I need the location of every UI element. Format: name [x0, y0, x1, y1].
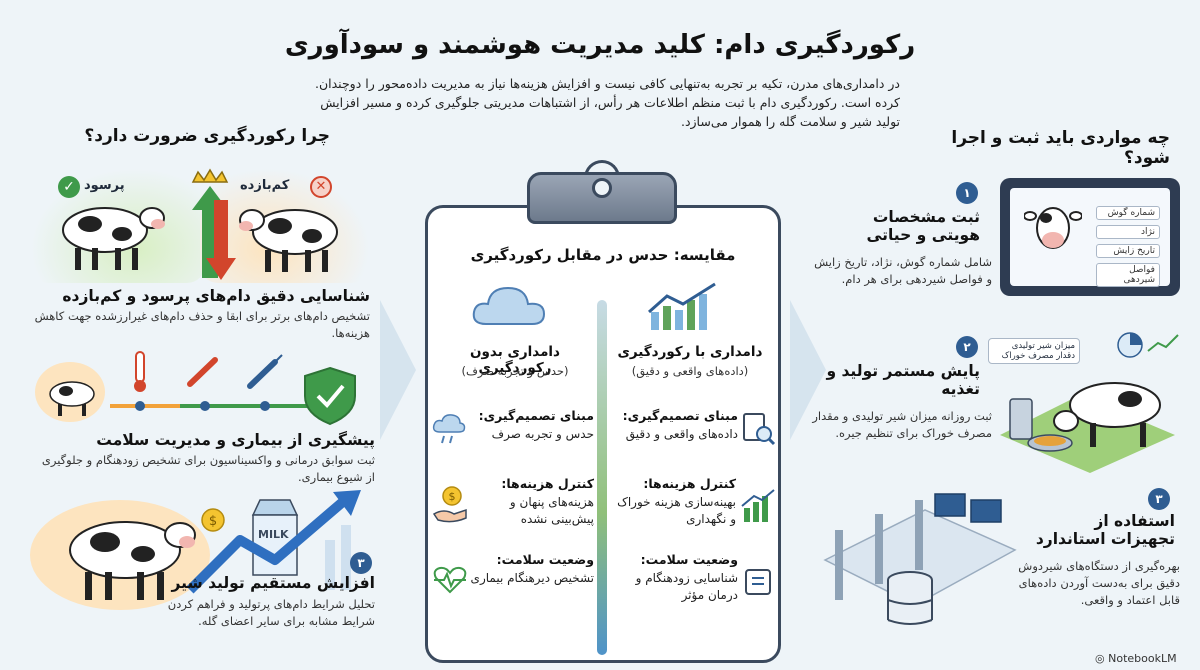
- without-records-subheading: (حدس و تجربه صرف): [461, 364, 569, 378]
- right-chevron-decoration: [790, 300, 826, 440]
- cow-icon: [239, 209, 338, 272]
- right-item-1-number: ۱: [956, 182, 978, 204]
- without-row-2-title: کنترل هزینه‌ها:: [501, 476, 594, 491]
- right-item-3-number: ۳: [1148, 488, 1170, 510]
- notebooklm-brand: ◎ NotebookLM: [1095, 652, 1177, 665]
- syringe-icon: [247, 354, 283, 389]
- right-item-3-title: استفاده از تجهیزات استاندارد: [1035, 512, 1175, 548]
- with-row-2-title: کنترل هزینه‌ها:: [643, 476, 736, 491]
- monitor-line: میزان شیر تولیدی: [1011, 341, 1075, 351]
- milking-equipment-illustration: [823, 493, 1017, 625]
- thermometer-icon: [134, 351, 146, 392]
- cow-face-icon: [1024, 207, 1082, 249]
- with-row-3-desc: شناسایی زودهنگام و درمان مؤثر: [635, 571, 738, 602]
- left-item-1-title: شناسایی دقیق دام‌های پرسود و کم‌بازده: [62, 287, 370, 305]
- tablet-field: فواصل شیردهی: [1096, 263, 1160, 287]
- clipboard-clip: [527, 172, 677, 224]
- left-item-2-title: پیشگیری از بیماری و مدیریت سلامت: [96, 431, 375, 449]
- brand-label: NotebookLM: [1108, 652, 1177, 665]
- cow-icon: [69, 521, 196, 600]
- left-chevron-decoration: [380, 300, 416, 440]
- crown-icon: [191, 168, 229, 183]
- without-row-3-title: وضعیت سلامت:: [496, 552, 594, 567]
- monitor-screen-icon: [970, 499, 1002, 523]
- low-yield-label: کم‌بازده: [240, 178, 290, 193]
- pie-chart-icon: [1117, 332, 1143, 358]
- svg-text:$: $: [449, 490, 456, 503]
- left-item-3-desc: تحلیل شرایط دام‌های پرتولید و فراهم کردن…: [167, 597, 375, 628]
- health-timeline-illustration: [35, 351, 356, 426]
- milk-carton-label: MILK: [258, 528, 289, 541]
- milk-production-illustration: $: [30, 490, 361, 610]
- coin-icon: $: [201, 508, 225, 532]
- without-row-2-desc: هزینه‌های پنهان و پیش‌بینی نشده: [509, 495, 594, 526]
- bar-chart-icon: [741, 489, 775, 522]
- trend-line-icon: [1147, 334, 1179, 352]
- intro-text: در دامداری‌های مدرن، تکیه بر تجربه به‌تن…: [314, 76, 900, 129]
- left-item-3-title: افزایش مستقیم تولید شیر: [171, 574, 375, 592]
- right-item-1-desc: شامل شماره گوش، نژاد، تاریخ زایش و فواصل…: [814, 255, 992, 286]
- left-item-2-desc: ثبت سوابق درمانی و واکسیناسیون برای تشخی…: [41, 453, 375, 484]
- tablet-field: تاریخ زایش: [1096, 244, 1160, 258]
- magnifier-document-icon: [743, 413, 776, 446]
- database-icon: [887, 571, 933, 625]
- money-hand-icon: $: [432, 486, 467, 523]
- tablet-field: شماره گوش: [1096, 206, 1160, 220]
- monitor-panel: میزان شیر تولیدی دقدار مصرف خوراک: [988, 338, 1080, 364]
- down-arrow-icon: [206, 200, 236, 280]
- svg-text:$: $: [209, 514, 217, 529]
- cow-icon: [35, 362, 105, 422]
- productive-label: پرسود: [84, 178, 125, 193]
- cow-icon: [62, 207, 165, 270]
- feed-trough-icon: [1027, 434, 1073, 452]
- medical-clipboard-icon: [745, 569, 771, 595]
- right-item-2-title: پایش مستمر تولید و تغذیه: [826, 362, 980, 398]
- monitor-line: دقدار مصرف خوراک: [1001, 351, 1075, 361]
- with-records-subheading: (داده‌های واقعی و دقیق): [631, 364, 749, 378]
- comparison-divider: [597, 300, 607, 655]
- left-column-heading: چرا رکوردگیری ضرورت دارد؟: [84, 126, 330, 146]
- with-row-1-desc: داده‌های واقعی و دقیق: [625, 427, 738, 441]
- with-records-heading: دامداری با رکوردگیری: [617, 344, 763, 360]
- with-row-3-title: وضعیت سلامت:: [640, 552, 738, 567]
- right-item-3-desc: بهره‌گیری از دستگاه‌های شیردوش دقیق برای…: [1018, 559, 1180, 607]
- shield-check-icon: [304, 366, 356, 426]
- right-column-heading: چه مواردی باید ثبت و اجرا شود؟: [951, 128, 1170, 168]
- clipboard-clip-hole: [592, 178, 612, 198]
- growth-arrow-icon: [186, 490, 361, 594]
- check-icon: ✓: [58, 176, 80, 198]
- with-row-2-desc: بهینه‌سازی هزینه خوراک و نگهداری: [617, 495, 736, 526]
- notebooklm-logo-icon: ◎: [1095, 652, 1109, 665]
- without-records-heading: دامداری بدون رکوردگیری: [470, 344, 560, 376]
- right-item-2-desc: ثبت روزانه میزان شیر تولیدی و مقدار مصرف…: [812, 409, 992, 440]
- without-row-3-desc: تشخیص دیرهنگام بیماری: [470, 571, 594, 585]
- cloud-icon: [472, 286, 546, 325]
- cow-icon: [1053, 382, 1161, 447]
- productive-vs-low-yield-illustration: [62, 168, 338, 280]
- monitor-screen-icon: [934, 493, 966, 517]
- growth-chart-icon: [648, 282, 716, 330]
- without-row-1-title: مبنای تصمیم‌گیری:: [478, 408, 594, 423]
- heartbeat-icon: [433, 566, 467, 594]
- feeder-device-icon: [1009, 398, 1033, 440]
- with-row-1-title: مبنای تصمیم‌گیری:: [622, 408, 738, 423]
- right-item-2-number: ۲: [956, 336, 978, 358]
- feeding-monitor-illustration: [1000, 332, 1179, 473]
- left-item-3-number: ۳: [350, 552, 372, 574]
- thermometer-icon: [187, 357, 218, 387]
- without-row-1-desc: حدس و تجربه صرف: [491, 427, 594, 441]
- page-title: رکوردگیری دام: کلید مدیریت هوشمند و سودآ…: [284, 30, 916, 60]
- cross-icon: ✕: [310, 176, 332, 198]
- tablet-field: نژاد: [1096, 225, 1160, 239]
- right-item-1-title: ثبت مشخصات هویتی و حیاتی: [866, 208, 980, 244]
- comparison-title: مقایسه: حدس در مقابل رکوردگیری: [470, 246, 736, 264]
- left-item-1-desc: تشخیص دام‌های برتر برای ابقا و حذف دام‌ه…: [34, 309, 370, 340]
- cloud-rain-icon: [432, 414, 466, 444]
